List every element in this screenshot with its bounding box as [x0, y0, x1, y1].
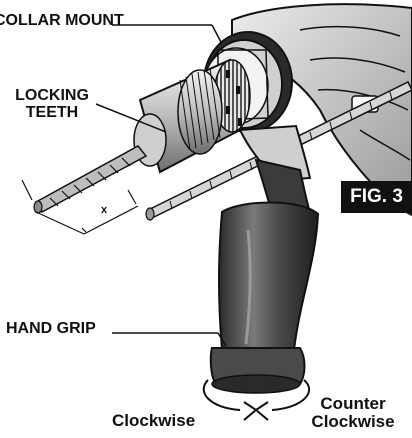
locking-teeth-label-line1: LOCKING	[15, 87, 89, 104]
hand-grip-label: HAND GRIP	[6, 320, 96, 337]
leader-lines	[95, 24, 227, 347]
clockwise-label: Clockwise	[112, 411, 196, 430]
locking-teeth-label-line2: TEETH	[25, 103, 79, 121]
counter-clockwise-label: Counter Clockwise	[300, 395, 406, 431]
drill-bit	[33, 145, 148, 214]
collar-mount-label: COLLAR MOUNT	[0, 12, 124, 29]
rotation-arrows	[202, 379, 311, 421]
drill-chuck	[133, 58, 251, 174]
x-dimension-label: x	[101, 204, 108, 216]
x-dimension-marker	[21, 179, 139, 235]
figure-number-badge: FIG. 3	[341, 181, 412, 213]
counter-clockwise-label-line2: Clockwise	[311, 411, 395, 431]
counter-clockwise-label-line1: Counter	[320, 394, 386, 413]
handle-clamp	[238, 124, 314, 224]
locking-teeth-label: LOCKING TEETH	[8, 87, 96, 122]
hand-grip	[209, 201, 320, 394]
